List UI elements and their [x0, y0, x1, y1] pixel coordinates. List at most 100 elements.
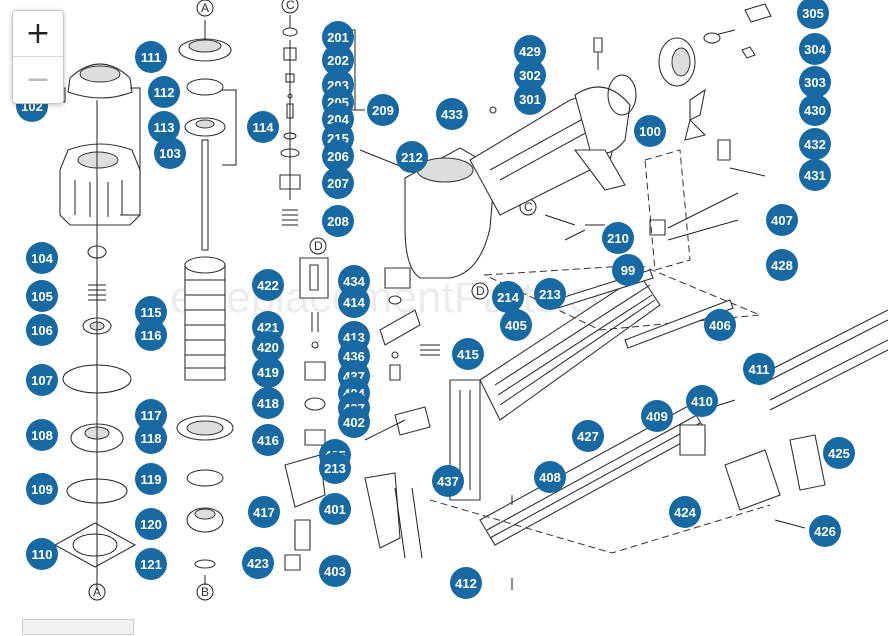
part-badge-p119[interactable]: 119	[135, 463, 167, 495]
part-badge-circle[interactable]	[26, 242, 58, 274]
part-badge-p423[interactable]: 423	[242, 547, 274, 579]
part-badge-circle[interactable]	[135, 422, 167, 454]
zoom-in-button[interactable]: +	[25, 16, 51, 51]
part-badge-p417[interactable]: 417	[248, 496, 280, 528]
part-badge-circle[interactable]	[252, 424, 284, 456]
part-badge-circle[interactable]	[26, 364, 58, 396]
part-badge-p428[interactable]: 428	[766, 249, 798, 281]
part-badge-p412[interactable]: 412	[450, 567, 482, 599]
part-badge-p100[interactable]: 100	[634, 115, 666, 147]
part-badge-circle[interactable]	[26, 280, 58, 312]
part-badge-circle[interactable]	[322, 205, 354, 237]
part-badge-p437c[interactable]: 437	[432, 465, 464, 497]
part-badge-circle[interactable]	[669, 496, 701, 528]
part-badge-circle[interactable]	[500, 309, 532, 341]
part-badge-circle[interactable]	[319, 493, 351, 525]
part-badge-circle[interactable]	[242, 547, 274, 579]
part-badge-p405[interactable]: 405	[500, 309, 532, 341]
part-badge-circle[interactable]	[612, 254, 644, 286]
part-badge-p418[interactable]: 418	[252, 387, 284, 419]
zoom-out-button[interactable]: −	[13, 56, 63, 102]
part-badge-circle[interactable]	[135, 399, 167, 431]
part-badge-circle[interactable]	[322, 167, 354, 199]
part-badge-circle[interactable]	[799, 94, 831, 126]
part-badge-p407[interactable]: 407	[766, 204, 798, 236]
part-badge-circle[interactable]	[322, 21, 354, 53]
part-badge-circle[interactable]	[26, 314, 58, 346]
part-badge-circle[interactable]	[799, 66, 831, 98]
part-badge-p106[interactable]: 106	[26, 314, 58, 346]
part-badge-circle[interactable]	[766, 249, 798, 281]
part-badge-circle[interactable]	[154, 137, 186, 169]
part-badge-p114[interactable]: 114	[247, 111, 279, 143]
part-badge-circle[interactable]	[432, 465, 464, 497]
part-badge-p419[interactable]: 419	[252, 356, 284, 388]
part-badge-p99[interactable]: 99	[612, 254, 644, 286]
part-badge-circle[interactable]	[135, 548, 167, 580]
part-badge-circle[interactable]	[534, 461, 566, 493]
part-badge-circle[interactable]	[799, 33, 831, 65]
part-badge-p109[interactable]: 109	[26, 473, 58, 505]
part-badge-circle[interactable]	[26, 473, 58, 505]
part-badge-circle[interactable]	[26, 538, 58, 570]
part-badge-p103[interactable]: 103	[154, 137, 186, 169]
part-badge-circle[interactable]	[148, 111, 180, 143]
part-badge-p201[interactable]: 201	[322, 21, 354, 53]
part-badge-circle[interactable]	[338, 406, 370, 438]
part-badge-circle[interactable]	[26, 419, 58, 451]
part-badge-circle[interactable]	[319, 555, 351, 587]
part-badge-p426[interactable]: 426	[809, 515, 841, 547]
part-badge-circle[interactable]	[252, 356, 284, 388]
part-badge-circle[interactable]	[823, 437, 855, 469]
part-badge-p121[interactable]: 121	[135, 548, 167, 580]
part-badge-p116[interactable]: 116	[135, 319, 167, 351]
part-badge-p214[interactable]: 214	[492, 281, 524, 313]
part-badge-circle[interactable]	[252, 269, 284, 301]
part-badge-circle[interactable]	[135, 463, 167, 495]
part-badge-p401[interactable]: 401	[319, 493, 351, 525]
part-badge-circle[interactable]	[634, 115, 666, 147]
part-badge-circle[interactable]	[452, 338, 484, 370]
part-badge-circle[interactable]	[514, 83, 546, 115]
part-badge-circle[interactable]	[514, 35, 546, 67]
part-badge-p425[interactable]: 425	[823, 437, 855, 469]
part-badge-p414[interactable]: 414	[338, 286, 370, 318]
part-badge-p209[interactable]: 209	[367, 94, 399, 126]
part-badge-circle[interactable]	[148, 76, 180, 108]
part-badge-p213b[interactable]: 213	[319, 452, 351, 484]
part-badge-p208[interactable]: 208	[322, 205, 354, 237]
part-badge-circle[interactable]	[799, 159, 831, 191]
part-badge-p206[interactable]: 206	[322, 140, 354, 172]
part-badge-p305[interactable]: 305	[797, 0, 829, 29]
part-badge-circle[interactable]	[602, 222, 634, 254]
part-badge-p403[interactable]: 403	[319, 555, 351, 587]
part-badge-p111[interactable]: 111	[135, 41, 167, 73]
part-badge-p301[interactable]: 301	[514, 83, 546, 115]
part-badge-p202[interactable]: 202	[322, 44, 354, 76]
part-badge-circle[interactable]	[135, 319, 167, 351]
part-badge-p104[interactable]: 104	[26, 242, 58, 274]
part-badge-p112[interactable]: 112	[148, 76, 180, 108]
part-badge-circle[interactable]	[450, 567, 482, 599]
part-badge-p406[interactable]: 406	[704, 309, 736, 341]
part-badge-p304[interactable]: 304	[799, 33, 831, 65]
part-badge-p302[interactable]: 302	[514, 59, 546, 91]
part-badge-circle[interactable]	[248, 496, 280, 528]
part-badge-p120[interactable]: 120	[135, 508, 167, 540]
part-badge-p429[interactable]: 429	[514, 35, 546, 67]
part-badge-circle[interactable]	[809, 515, 841, 547]
part-badge-p118[interactable]: 118	[135, 422, 167, 454]
part-badge-circle[interactable]	[572, 420, 604, 452]
part-badge-circle[interactable]	[252, 387, 284, 419]
part-badge-p107[interactable]: 107	[26, 364, 58, 396]
part-badge-circle[interactable]	[766, 204, 798, 236]
part-badge-circle[interactable]	[322, 44, 354, 76]
part-badge-p303[interactable]: 303	[799, 66, 831, 98]
part-badge-p424[interactable]: 424	[669, 496, 701, 528]
part-badge-circle[interactable]	[686, 385, 718, 417]
part-badge-p409[interactable]: 409	[641, 400, 673, 432]
part-badge-p108[interactable]: 108	[26, 419, 58, 451]
part-badge-p420[interactable]: 420	[252, 331, 284, 363]
thumbnail-strip[interactable]	[22, 619, 134, 635]
part-badge-p117[interactable]: 117	[135, 399, 167, 431]
